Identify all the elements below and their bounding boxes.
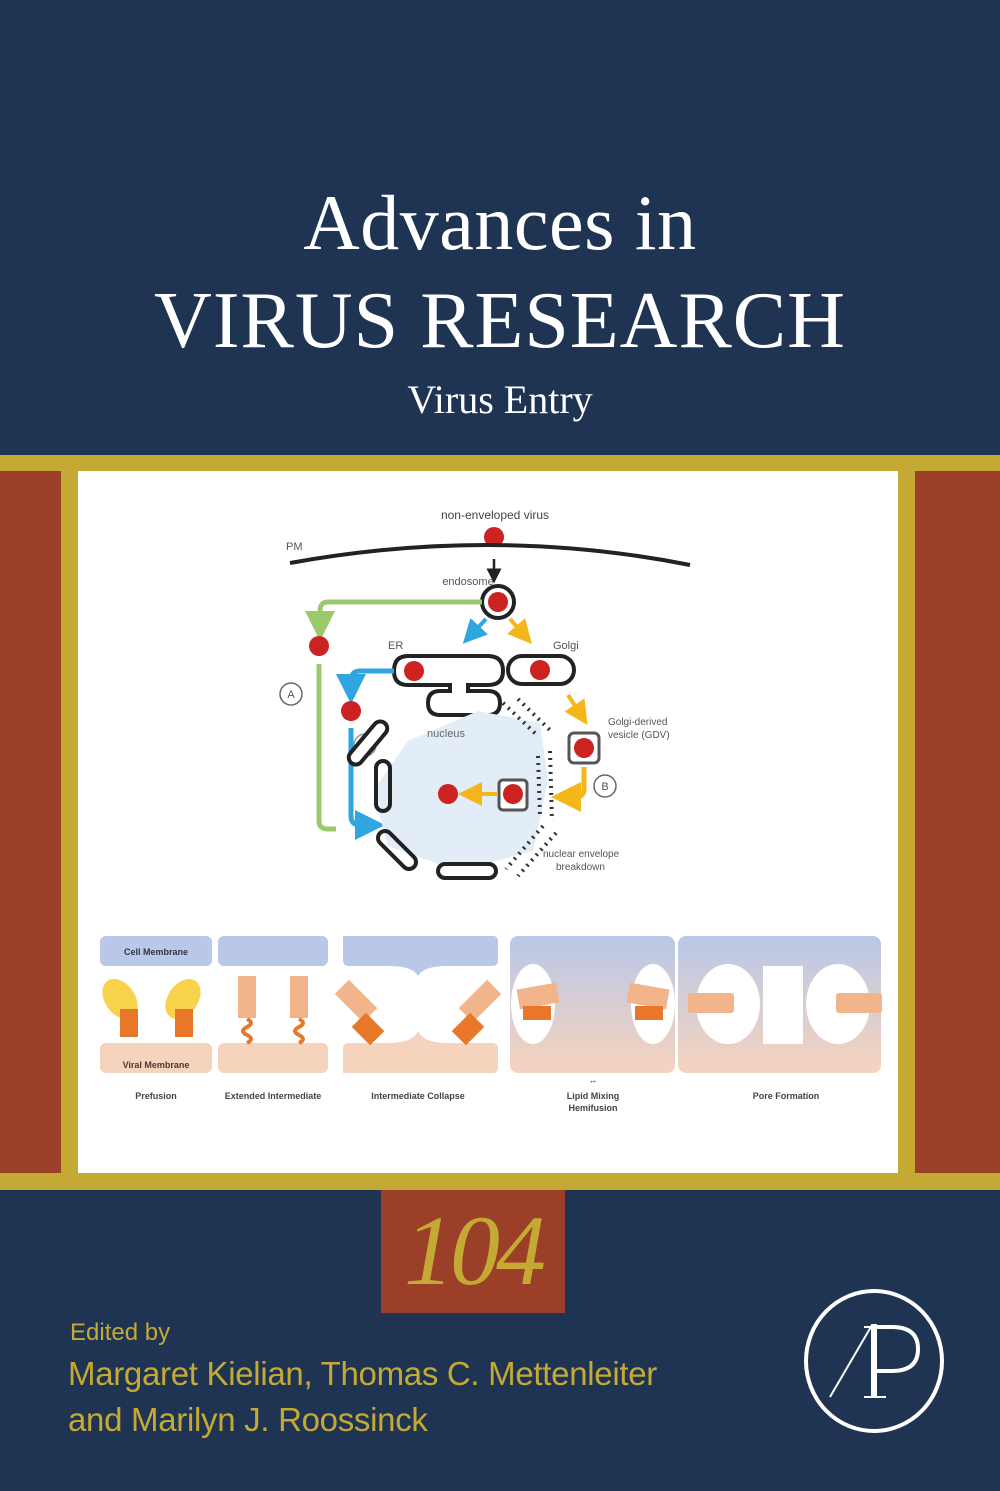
pathway-b-badge [593, 774, 617, 798]
editors-line2: and Marilyn J. Roossinck [68, 1401, 428, 1438]
prefusion-stem [175, 1009, 193, 1037]
virus-entry-diagram: non-enveloped virus PM endosome A ER [100, 508, 882, 1113]
label-gdv-line1: Golgi-derived [608, 717, 667, 728]
cell-membrane-dimpled [343, 936, 498, 976]
extended-protein [238, 976, 256, 1018]
series-title-line2: VIRUS RESEARCH [154, 277, 846, 365]
label-non-enveloped-virus: non-enveloped virus [441, 508, 549, 522]
label-nucleus: nucleus [427, 728, 465, 740]
plasma-membrane [289, 542, 691, 567]
virus-particle-icon [530, 660, 550, 680]
prefusion-head [165, 979, 201, 1019]
pore-protein [836, 993, 882, 1013]
virus-particle-icon [309, 636, 329, 656]
envelope-segment [436, 862, 498, 880]
stage-label-pore: Pore Formation [753, 1091, 820, 1101]
stage-label-lipid-mixing: Lipid Mixing [567, 1091, 620, 1101]
volume-number: 104 [404, 1195, 546, 1306]
hemifusion-protein-core [523, 1006, 551, 1020]
label-pm: PM [286, 541, 303, 553]
label-cell-membrane: Cell Membrane [124, 947, 188, 957]
virus-particle-icon [484, 527, 504, 547]
viral-membrane-block [100, 1043, 212, 1073]
label-endosome: endosome [442, 576, 493, 588]
prefusion-head [102, 979, 138, 1019]
right-rust-panel [915, 471, 1000, 1173]
pathway-a-badge [279, 682, 303, 706]
envelope-segment [374, 759, 392, 813]
pathway-c-arrow [336, 668, 394, 704]
collapsing-protein-core [451, 1012, 485, 1046]
prefusion-stem [120, 1009, 138, 1037]
pathway-b-label: B [601, 781, 608, 793]
hemifusion-protein-core [635, 1006, 663, 1020]
double-arrow-icon: ↔ [589, 1075, 598, 1085]
arrow-to-er [462, 617, 488, 644]
broken-envelope-dots [501, 697, 555, 738]
pathway-b-arrow [551, 767, 587, 812]
virus-particle-icon [341, 701, 361, 721]
virus-particle-icon [488, 592, 508, 612]
pore-protein [688, 993, 734, 1013]
label-golgi: Golgi [553, 640, 579, 652]
label-viral-membrane: Viral Membrane [123, 1060, 190, 1070]
academic-press-logo-icon [800, 1287, 948, 1435]
cell-membrane-block [218, 936, 328, 966]
pathway-c-line [348, 728, 385, 840]
editors-line1: Margaret Kielian, Thomas C. Mettenleiter [68, 1355, 657, 1392]
envelope-segment [375, 828, 419, 872]
coil [293, 1017, 305, 1045]
virus-particle-icon [438, 784, 458, 804]
broken-envelope-dots [504, 824, 558, 878]
virus-particle-icon [404, 661, 424, 681]
broken-envelope-dots [536, 750, 554, 822]
entry-pathways-diagram: non-enveloped virus PM endosome A ER [279, 508, 691, 880]
hemifusion-protein [626, 982, 670, 1010]
volume-title: Virus Entry [407, 377, 593, 422]
collapsing-protein [334, 979, 378, 1023]
pathway-a-line [316, 664, 336, 832]
envelope-segment [346, 719, 390, 767]
arrow-to-golgi [507, 617, 532, 645]
label-neb-line1: nuclear envelope [543, 849, 620, 860]
stage-label-hemifusion: Hemifusion [568, 1103, 617, 1113]
hemifusion-protein [516, 982, 560, 1010]
pore-opening [763, 966, 803, 1044]
membrane-fusion-diagram: Cell Membrane Viral Membrane Prefusion E… [100, 936, 882, 1113]
viral-membrane-block [218, 1043, 328, 1073]
collapsing-protein [458, 979, 502, 1023]
cover-illustration: non-enveloped virus PM endosome A ER [78, 471, 898, 1173]
label-gdv-line2: vesicle (GDV) [608, 730, 670, 741]
arrow-to-gdv [564, 693, 588, 726]
collapsing-protein-core [351, 1012, 385, 1046]
pathway-a-arrow [305, 599, 482, 641]
label-neb-line2: breakdown [556, 862, 605, 873]
virus-particle-icon [503, 784, 523, 804]
series-title-line1: Advances in [303, 179, 697, 266]
extended-protein [290, 976, 308, 1018]
coil [241, 1017, 253, 1045]
stage-label-collapse: Intermediate Collapse [371, 1091, 465, 1101]
virus-particle-icon [574, 738, 594, 758]
cell-membrane-block [100, 936, 212, 966]
stage-label-prefusion: Prefusion [135, 1091, 177, 1101]
pathway-a-label: A [287, 689, 295, 701]
viral-membrane-dimpled [343, 1031, 498, 1073]
stage-label-extended: Extended Intermediate [225, 1091, 322, 1101]
edited-by-label: Edited by [70, 1319, 171, 1346]
volume-number-box [381, 1190, 565, 1313]
hemifusion-membrane [510, 936, 675, 1073]
label-er: ER [388, 640, 403, 652]
left-rust-panel [0, 471, 61, 1173]
